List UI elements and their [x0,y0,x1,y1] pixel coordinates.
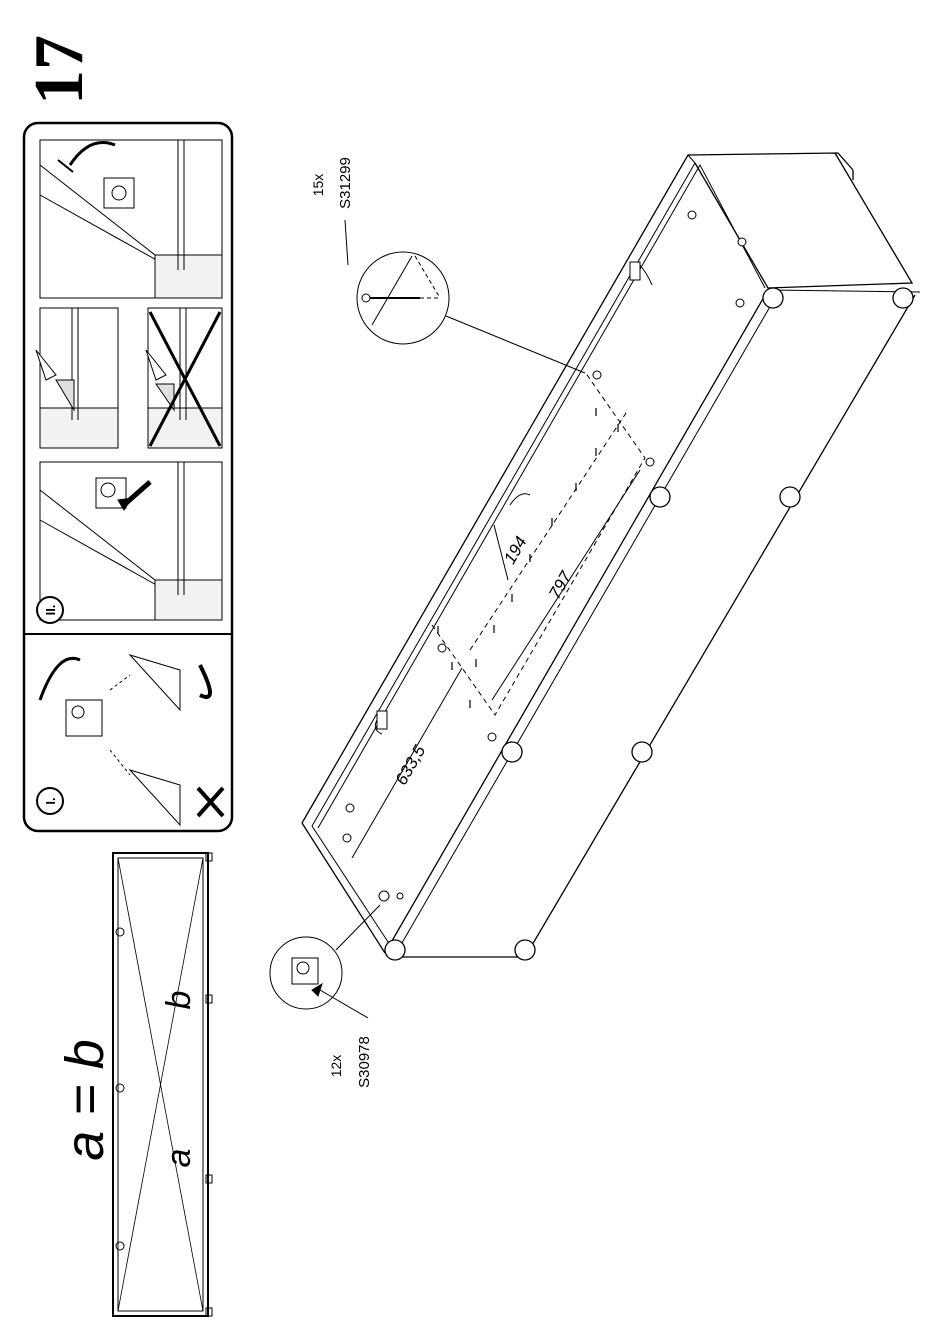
equation-wrap: a = b [55,1039,115,1161]
part-code-2-wrap: S30978 [356,1036,373,1088]
label-b-wrap: b [160,991,198,1010]
cabinet-left-edge [302,823,385,953]
nail-label-leader [345,220,348,265]
diagonal-check-figure [113,853,212,1316]
rotate-arrow [40,658,80,700]
cabinet-front-edge [385,290,768,953]
part-qty-1-wrap: 15x [310,174,326,197]
nail-callout [345,220,585,373]
part-code-nail: S31299 [337,157,354,209]
label-a-wrap: a [160,1149,198,1168]
connector-block [66,700,102,736]
connector-label-leader [320,990,368,1018]
foot-circle [632,742,652,762]
dimension-label-3: 797 [545,568,576,603]
foot-circle [502,742,522,762]
panel-two-label: II. [43,605,58,616]
equation-text: a = b [55,1039,115,1161]
check-mark [200,665,210,697]
foot-circle [780,487,800,507]
foot-circle [650,487,670,507]
dim-2-wrap: 194 [500,533,531,567]
cabinet-bottom-edge [400,295,915,957]
screw-wrong [130,770,180,825]
nail-leader-line [446,316,585,373]
screw-correct [130,655,180,710]
part-code-1-wrap: S31299 [337,157,354,209]
diagonal-label-b: b [160,991,198,1010]
step-number-text: 17 [21,35,98,105]
cabinet-feet [385,288,913,960]
panel-two-label-wrap: II. [43,605,58,616]
cross-mark [198,788,223,816]
panel-one-label: I. [43,797,58,804]
foot-circle [385,940,405,960]
dimension-lines [352,470,640,858]
diagonal-label-a: a [160,1149,198,1168]
dimension-label-1: 633,5 [392,742,430,789]
step-number: 17 [21,35,98,105]
foot-circle [515,940,535,960]
foot-circle [763,288,783,308]
connector-callout [270,905,380,1018]
cabinet-end-panel [695,153,912,288]
dim-3-wrap: 797 [545,568,576,603]
panel-border [24,123,232,831]
dimension-label-2: 194 [500,533,531,567]
part-qty-nail: 15x [310,174,326,197]
dim-1-wrap: 633,5 [392,742,430,789]
panel-one-label-wrap: I. [43,797,58,804]
foot-circle [893,288,913,308]
part-code-connector: S30978 [356,1036,373,1088]
instruction-panel [24,123,232,831]
part-qty-2-wrap: 12x [328,1055,344,1078]
part-qty-connector: 12x [328,1055,344,1078]
